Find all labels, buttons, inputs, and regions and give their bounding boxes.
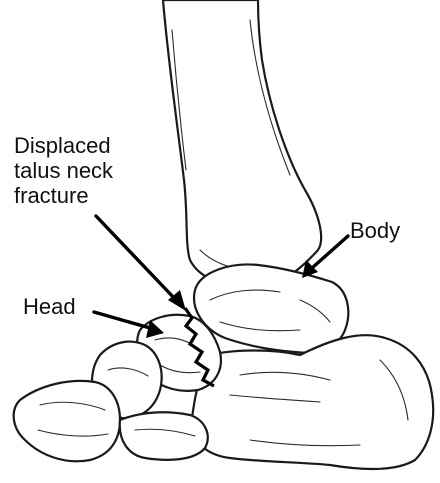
label-fracture: Displaced talus neck fracture — [14, 133, 113, 208]
arrow-head — [94, 312, 164, 338]
label-body: Body — [350, 218, 400, 243]
talus-body — [194, 264, 348, 352]
arrow-fracture — [96, 216, 186, 311]
forefoot — [14, 381, 208, 461]
tibia — [163, 0, 321, 286]
calcaneus — [192, 335, 433, 469]
label-head: Head — [23, 294, 76, 319]
